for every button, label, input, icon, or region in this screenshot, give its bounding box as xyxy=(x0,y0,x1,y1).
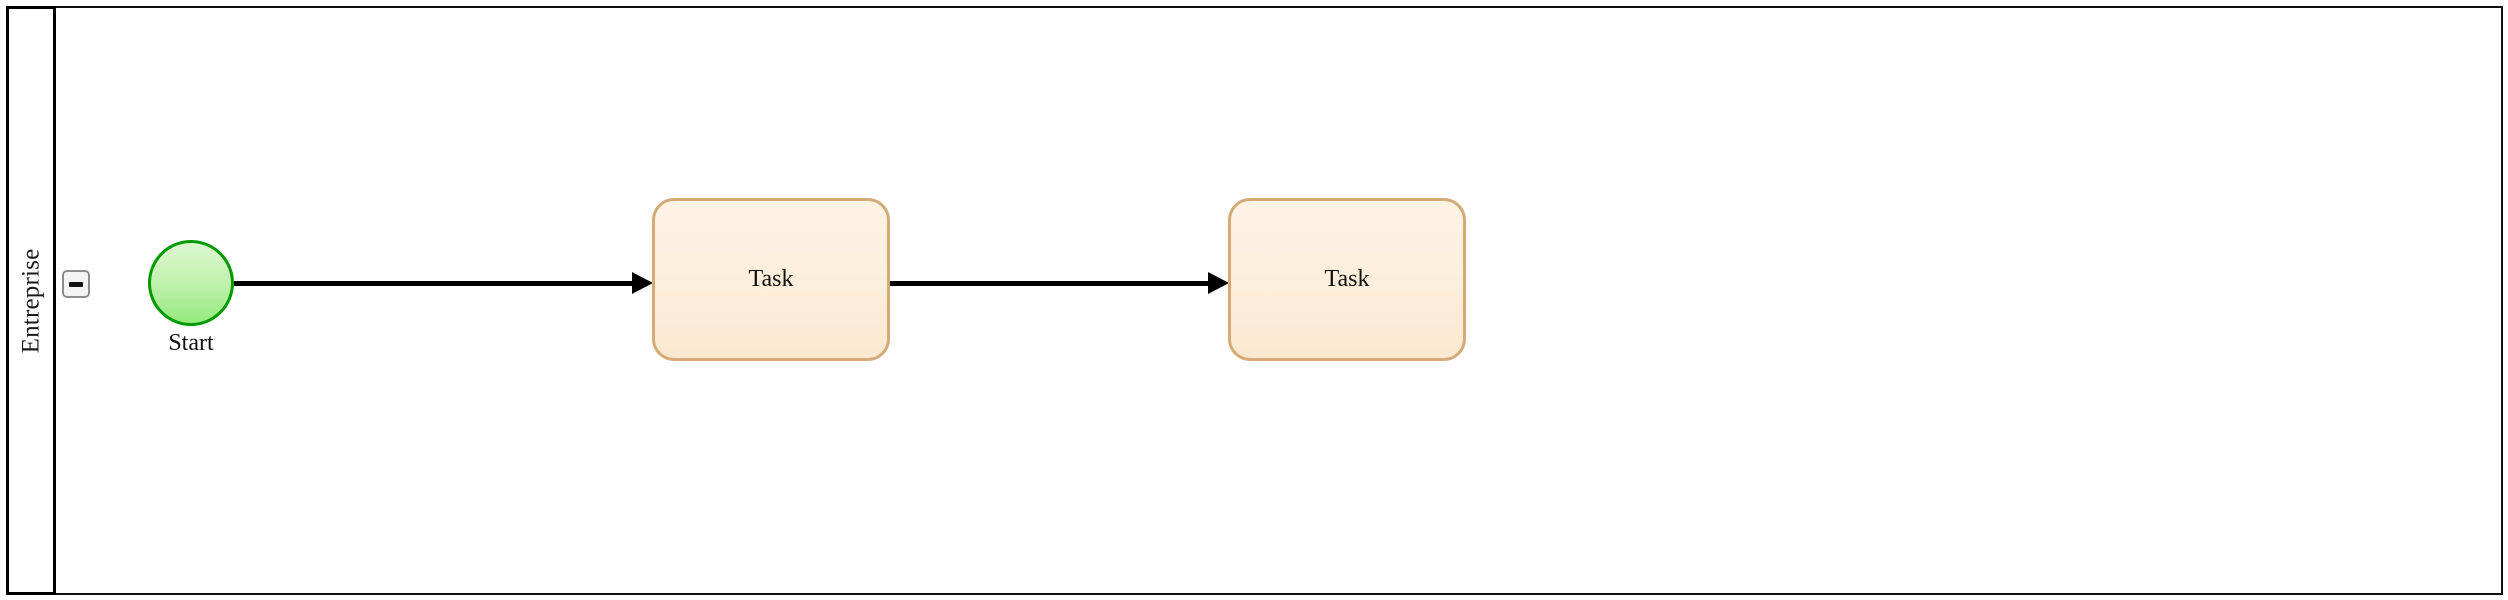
lane-title-label: Entreprise xyxy=(17,248,45,353)
task-node-1[interactable]: Task xyxy=(652,198,890,361)
task-label: Task xyxy=(748,266,794,292)
arrowhead-icon xyxy=(1208,272,1229,294)
task-node-2[interactable]: Task xyxy=(1228,198,1466,361)
start-event-label: Start xyxy=(168,330,214,356)
task-label: Task xyxy=(1324,266,1370,292)
sequence-flow-start-to-task1[interactable] xyxy=(234,281,634,286)
arrowhead-icon xyxy=(632,272,653,294)
minus-icon xyxy=(69,281,83,287)
start-event-node[interactable] xyxy=(148,240,234,326)
lane-collapse-toggle[interactable] xyxy=(62,270,90,298)
sequence-flow-task1-to-task2[interactable] xyxy=(890,281,1210,286)
lane-header-entreprise[interactable]: Entreprise xyxy=(6,6,56,595)
